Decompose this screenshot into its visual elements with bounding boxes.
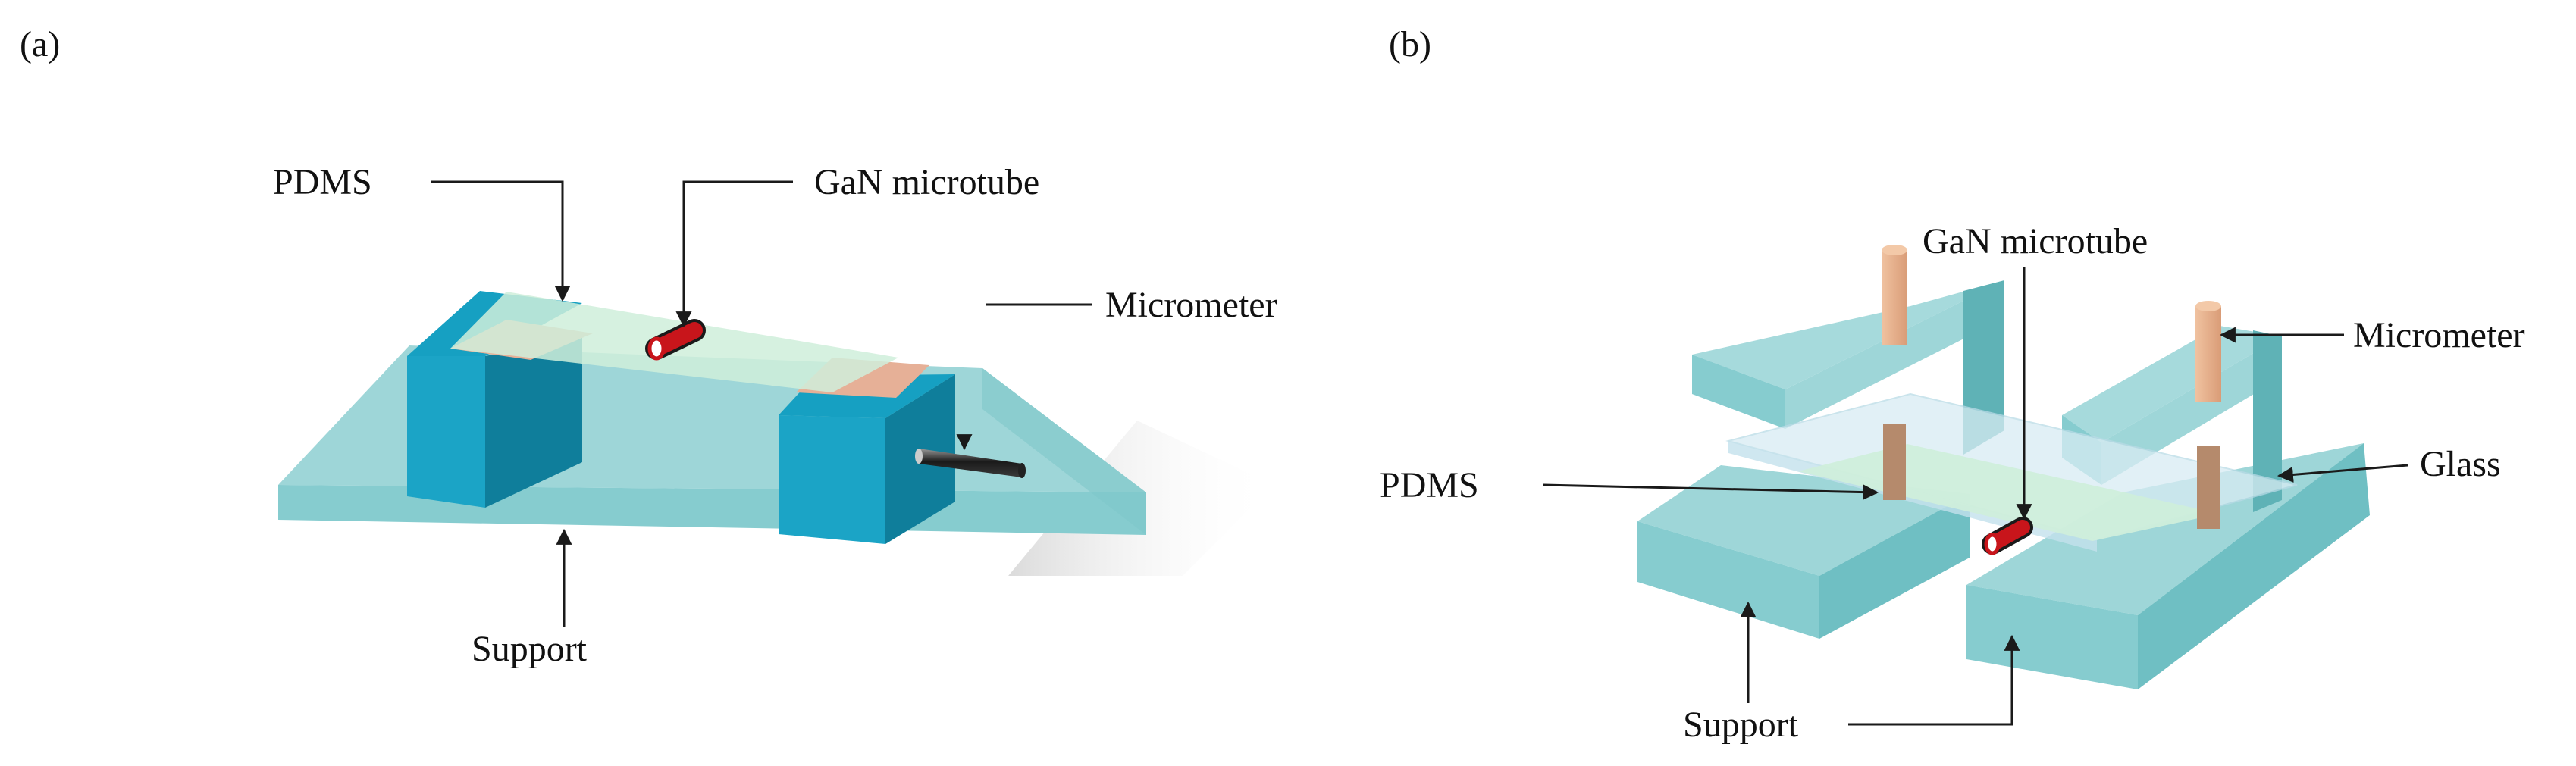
pdms-label: PDMS [273, 162, 372, 202]
glass-leader [2277, 464, 2408, 483]
panel-b-label: (b) [1389, 24, 1431, 64]
pdms-label-b: PDMS [1380, 465, 1479, 505]
support-leader-b-right [1848, 634, 2020, 726]
gan-microtube [645, 319, 706, 361]
support-label-b: Support [1683, 705, 1799, 745]
micrometer-post-right [2195, 301, 2221, 529]
panel-a: (a) [20, 24, 1277, 669]
left-bracket [1692, 280, 2004, 455]
micrometer-label-b: Micrometer [2353, 315, 2525, 355]
micrometer-rod [915, 449, 1026, 478]
gan-leader [675, 180, 793, 328]
micrometer-label: Micrometer [1105, 285, 1277, 325]
panel-a-label: (a) [20, 24, 60, 64]
panel-b: (b) [1380, 24, 2525, 745]
micrometer-post-left [1882, 245, 1907, 500]
gan-label: GaN microtube [814, 162, 1039, 202]
glass-label: Glass [2420, 444, 2501, 484]
support-label: Support [472, 629, 588, 669]
right-support [1966, 443, 2370, 689]
pdms-leader-b [1543, 483, 1879, 501]
pdms-leader [431, 180, 571, 302]
gan-label-b: GaN microtube [1923, 221, 2148, 261]
gan-microtube-b [1982, 517, 2033, 555]
